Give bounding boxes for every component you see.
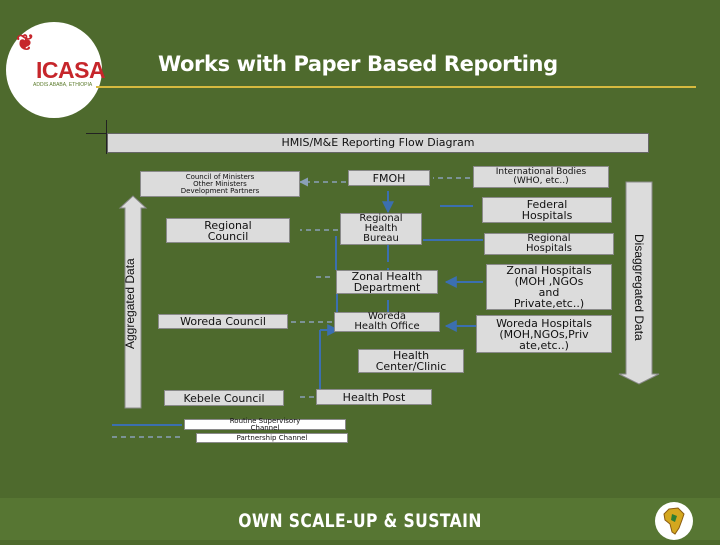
box-line: Woreda (368, 311, 406, 322)
slide-title: Works with Paper Based Reporting (158, 52, 558, 76)
box-line: Health (364, 223, 398, 234)
zonal-health-department-box: Zonal Health Department (336, 270, 438, 294)
box-line: Zonal Hospitals (506, 264, 592, 277)
box-line: Regional (204, 218, 252, 232)
box-line: Woreda Council (180, 315, 266, 328)
box-line: ate,etc..) (519, 338, 569, 352)
ribbon-icon: ❦ (16, 30, 35, 55)
regional-health-bureau-box: Regional Health Bureau (340, 213, 422, 245)
box-line: Health Post (342, 390, 406, 404)
box-line: Department (353, 281, 421, 294)
health-post-box: Health Post (316, 389, 432, 405)
woreda-health-office-box: Woreda Health Office (334, 312, 440, 332)
aggregated-data-arrow (118, 195, 148, 409)
woreda-hospitals-box: Woreda Hospitals (MOH,NGOs,Priv ate,etc.… (476, 315, 612, 353)
title-underline (96, 86, 696, 88)
disaggregated-data-label: Disaggregated Data (632, 234, 646, 341)
box-line: Hospitals (525, 243, 572, 254)
aggregated-data-label: Aggregated Data (123, 258, 137, 349)
box-line: Regional (359, 213, 403, 224)
diagram-header: HMIS/M&E Reporting Flow Diagram (107, 133, 649, 153)
box-line: Development Partners (180, 186, 260, 195)
box-line: Bureau (363, 233, 399, 244)
box-line: Health (392, 349, 430, 362)
box-line: Federal (526, 198, 568, 211)
international-bodies-box: International Bodies (WHO, etc..) (473, 166, 609, 188)
box-line: and (538, 286, 560, 299)
diagram-frame-line (106, 120, 107, 154)
box-line: (MOH,NGOs,Priv (499, 327, 589, 341)
council-of-ministers-box: Council of Ministers Other Ministers Dev… (140, 171, 300, 197)
legend-line: Routine Supervisory (229, 416, 301, 425)
footer-band (0, 498, 720, 540)
diagram-frame-line (86, 133, 106, 134)
box-line: Private,etc..) (513, 297, 585, 310)
footer-slogan: OWN SCALE-UP & SUSTAIN (238, 510, 482, 532)
zonal-hospitals-box: Zonal Hospitals (MOH ,NGOs and Private,e… (486, 264, 612, 310)
regional-hospitals-box: Regional Hospitals (484, 233, 614, 255)
box-line: Council (207, 229, 249, 243)
box-line: Center/Clinic (375, 360, 447, 373)
icasa-logo (6, 22, 102, 118)
legend-supervisory: Routine Supervisory Channel (184, 416, 346, 432)
box-line: (MOH ,NGOs (514, 275, 584, 288)
health-center-box: Health Center/Clinic (358, 349, 464, 373)
legend-partnership: Partnership Channel (196, 433, 348, 443)
box-line: Other Ministers (193, 179, 247, 188)
box-line: Regional (527, 233, 571, 244)
box-line: Kebele Council (183, 391, 265, 405)
box-line: International Bodies (495, 167, 587, 177)
fmoh-box: FMOH (348, 170, 430, 186)
box-line: Hospitals (521, 209, 573, 222)
regional-council-box: Regional Council (166, 218, 290, 243)
legend-line: Partnership Channel (236, 433, 308, 442)
box-line: Council of Ministers (185, 172, 255, 181)
woreda-council-box: Woreda Council (158, 314, 288, 329)
box-line: Woreda Hospitals (496, 316, 592, 330)
africa-logo-icon (655, 502, 693, 540)
disaggregated-data-arrow (618, 181, 660, 385)
box-line: (WHO, etc..) (513, 176, 569, 186)
logo-subtitle: ADDIS ABABA, ETHIOPIA (33, 82, 93, 88)
kebele-council-box: Kebele Council (164, 390, 284, 406)
box-line: Health Office (354, 321, 420, 332)
logo-text: ICASA (36, 57, 106, 83)
legend-line: Channel (250, 423, 280, 432)
box-line: FMOH (372, 171, 406, 185)
federal-hospitals-box: Federal Hospitals (482, 197, 612, 223)
box-line: Zonal Health (351, 270, 423, 283)
